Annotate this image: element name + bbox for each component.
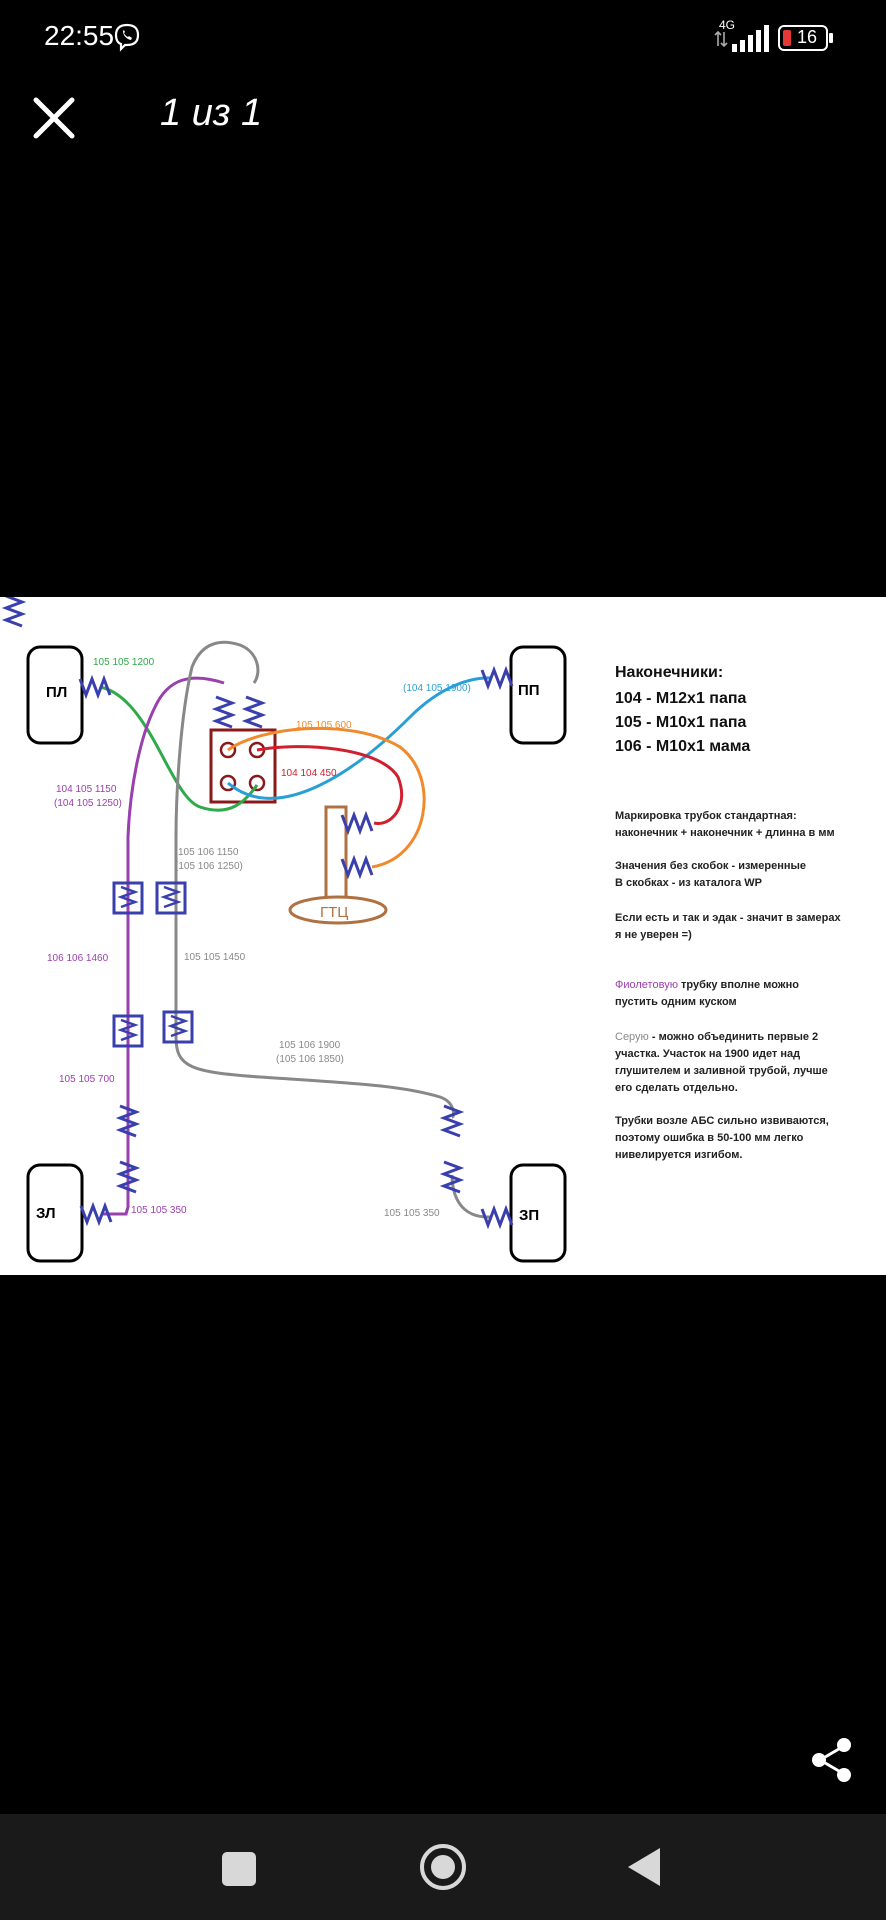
label-red: 104 104 450: [281, 768, 337, 779]
label-purple-a-cat: (104 105 1250): [54, 798, 122, 809]
home-button[interactable]: [418, 1842, 468, 1892]
legend-item-106: 106 - М10х1 мама: [615, 738, 750, 755]
image-viewer[interactable]: ПЛ ПП ЗЛ ЗП ГТЦ: [0, 597, 886, 1275]
note-4a: Фиолетовую трубку вполне можно: [615, 979, 799, 991]
label-purple-b: 106 106 1460: [47, 953, 109, 964]
pipe-green: [99, 685, 259, 812]
note-5c: глушителем и заливной трубой, лучше: [615, 1065, 828, 1077]
note-2b: В скобках - из каталога WP: [615, 877, 762, 889]
note-2a: Значения без скобок - измеренные: [615, 860, 806, 872]
wheel-front-left: ПЛ: [26, 645, 84, 745]
signal-icon: [714, 25, 769, 52]
legend-item-105: 105 - М10х1 папа: [615, 714, 747, 731]
wheel-rear-right: ЗП: [509, 1163, 567, 1263]
network-type: 4G: [719, 18, 736, 32]
pipe-blue: [227, 676, 493, 800]
note-1a: Маркировка трубок стандартная:: [615, 810, 797, 822]
spring-fl: [78, 677, 112, 697]
viber-icon: [114, 23, 140, 52]
note-5b: участка. Участок на 1900 идет над: [615, 1048, 800, 1060]
note-6b: поэтому ошибка в 50-100 мм легко: [615, 1132, 804, 1144]
spring-fr: [480, 668, 514, 688]
note-6c: нивелируется изгибом.: [615, 1149, 742, 1161]
label-gray-b: 105 105 1450: [184, 952, 246, 963]
label-gray-a-cat: (105 106 1250): [175, 861, 243, 872]
image-counter: 1 из 1: [160, 92, 263, 134]
wheel-rl-label: ЗЛ: [36, 1205, 56, 1222]
brake-pipe-diagram: ПЛ ПП ЗЛ ЗП ГТЦ: [4, 597, 841, 1263]
battery-icon: [778, 25, 833, 51]
label-green: 105 105 1200: [93, 657, 155, 668]
note-4b: пустить одним куском: [615, 996, 737, 1008]
abs-sensor-2: [155, 881, 187, 915]
abs-block: [209, 728, 277, 804]
label-orange: 105 105 600: [296, 720, 352, 731]
note-1b: наконечник + наконечник + длинна в мм: [615, 827, 835, 839]
system-navigation-bar: [0, 1814, 886, 1920]
pipe-red: [256, 745, 404, 825]
label-gray-a: 105 106 1150: [178, 847, 239, 858]
wheel-fr-label: ПП: [518, 682, 540, 699]
abs-sensor-4: [162, 1010, 194, 1044]
note-3b: я не уверен =): [615, 929, 692, 941]
back-button[interactable]: [622, 1844, 664, 1890]
gtc-cylinder: ГТЦ: [288, 805, 388, 925]
battery-level: 16: [797, 27, 818, 47]
legend-item-104: 104 - М12х1 папа: [615, 690, 747, 707]
share-button[interactable]: [804, 1732, 860, 1788]
pipe-orange: [227, 726, 426, 869]
spring-rl-top: [118, 1104, 138, 1138]
note-6a: Трубки возле АБС сильно извиваются,: [615, 1115, 829, 1127]
wheel-front-right: ПП: [509, 645, 567, 745]
label-rr-pipe: 105 105 350: [384, 1208, 440, 1219]
legend-title: Наконечники:: [615, 664, 723, 681]
note-5d: его сделать отдельно.: [615, 1082, 738, 1094]
gtc-label: ГТЦ: [320, 904, 348, 921]
label-blue: (104 105 1900): [403, 683, 471, 694]
spring-rl-wheel: [79, 1204, 113, 1224]
spring-rr-wheel: [480, 1207, 514, 1227]
clock: 22:55: [44, 20, 115, 51]
spring-rr-top: [442, 1104, 462, 1138]
label-gray-c: 105 106 1900: [279, 1040, 341, 1051]
wheel-rr-label: ЗП: [519, 1207, 539, 1224]
spring-rl-bottom: [118, 1160, 138, 1194]
spring-block-1: [214, 695, 234, 729]
note-5a: Серую - можно объединить первые 2: [615, 1031, 818, 1043]
recent-apps-button[interactable]: [218, 1850, 260, 1888]
recent-apps-icon: [222, 1852, 256, 1886]
share-icon: [812, 1738, 851, 1782]
back-icon: [628, 1848, 660, 1886]
home-icon: [420, 1844, 466, 1890]
wheel-fl-label: ПЛ: [46, 684, 67, 701]
spring-block-2: [244, 695, 264, 729]
label-purple-a: 104 105 1150: [56, 784, 117, 795]
label-rl-pipe: 105 105 350: [131, 1205, 187, 1216]
wheel-rear-left: ЗЛ: [26, 1163, 84, 1263]
label-gray-c-cat: (105 106 1850): [276, 1054, 344, 1065]
label-purple-c: 105 105 700: [59, 1074, 115, 1085]
close-icon: [33, 97, 75, 139]
status-bar: 22:55 4G 16: [0, 0, 886, 76]
corner-spring: [4, 597, 24, 628]
close-button[interactable]: [24, 88, 84, 148]
note-3a: Если есть и так и эдак - значит в замера…: [615, 912, 841, 924]
spring-rr-bottom: [442, 1160, 462, 1194]
